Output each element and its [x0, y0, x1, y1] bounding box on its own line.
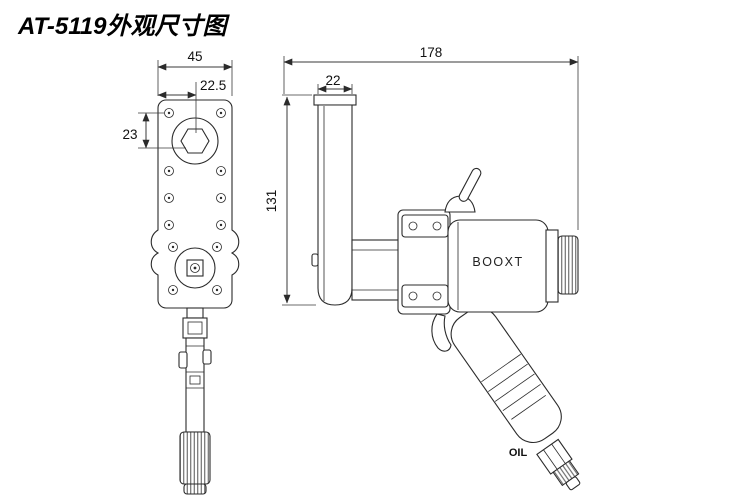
page-title: AT-5119外观尺寸图 [17, 13, 230, 40]
side-dimensions: 178 22 131 [264, 45, 579, 306]
front-handle [178, 307, 212, 495]
coupler-ring [545, 229, 559, 303]
brand-label: BOOXT [472, 255, 523, 269]
side-head [311, 94, 357, 306]
head-connector [351, 239, 401, 301]
dim-socket-offset: 22.5 [200, 78, 226, 93]
air-inlet [536, 438, 581, 491]
center-boss [174, 247, 216, 289]
dim-hole-pitch: 23 [122, 127, 137, 142]
hex-socket [171, 117, 219, 165]
side-view: BOOXT OIL [311, 94, 581, 491]
front-head-plate [150, 99, 240, 309]
reverse-lever [444, 167, 482, 213]
pistol-grip [450, 307, 562, 444]
oil-label: OIL [509, 447, 528, 459]
motor-housing: BOOXT [447, 219, 579, 313]
front-view [150, 99, 240, 495]
bolt-holes [164, 108, 226, 295]
dim-head-thickness: 22 [325, 73, 340, 88]
clamp-block [397, 209, 451, 315]
dim-overall-length: 178 [420, 45, 443, 60]
trigger [431, 313, 452, 352]
front-grip-knurl [179, 431, 211, 485]
dim-head-height: 131 [264, 190, 279, 213]
front-grip-cap [183, 483, 207, 495]
dim-head-width: 45 [187, 49, 202, 64]
front-dimensions: 45 22.5 23 [122, 49, 233, 149]
rear-cap [557, 235, 579, 295]
